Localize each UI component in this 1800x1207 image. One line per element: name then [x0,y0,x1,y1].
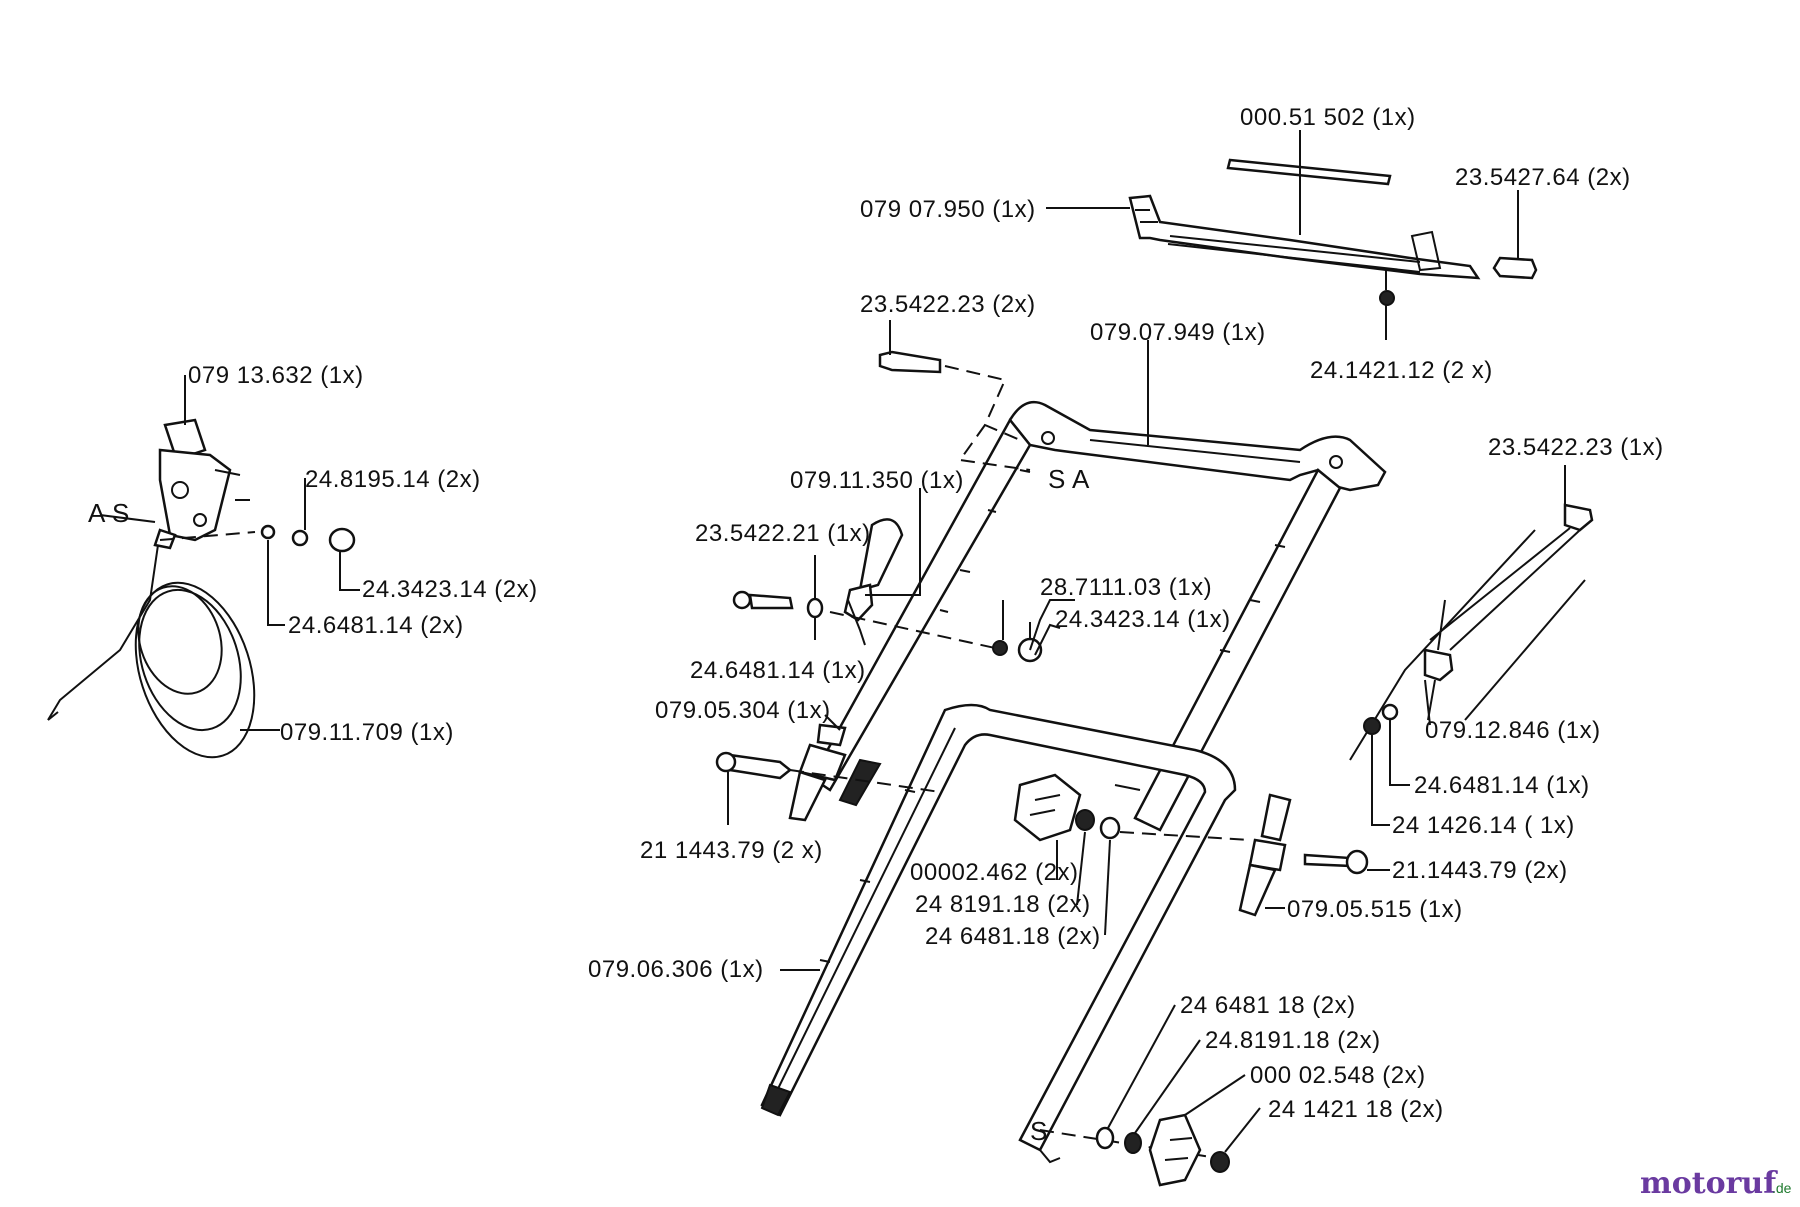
throttle-079-13-632 [163,418,207,457]
middle-knob-hardware [1013,773,1251,842]
nut-24-1421-18 [1210,1151,1230,1173]
label-p8: 24.8195.14 (2x) [305,466,481,493]
screw-23-5427-64 [1492,256,1538,280]
label-p20: 079.12.846 (1x) [1425,717,1601,744]
label-p23: 00002.462 (2x) [910,859,1078,886]
label-p12: 079.11.350 (1x) [790,467,964,494]
label-p9: 24.3423.14 (2x) [362,576,538,603]
cable-coil-079-11-709 [134,581,256,759]
marker-a-left: A [88,498,106,528]
label-p25: 24 6481.18 (2x) [925,923,1101,950]
washer-24-6481-14 [260,524,276,540]
nut-24-3423-14 [328,527,356,553]
label-p16: 24.3423.14 (1x) [1055,606,1231,633]
watermark-suffix: .de [1772,1180,1792,1196]
label-p6: 079.07.949 (1x) [1090,319,1266,346]
clamp-079-05-515 [1260,793,1292,842]
washer-24-8191-18 [1075,809,1095,831]
control-lever-079-07-950 [1128,194,1481,280]
screw-23-5422-23 [878,350,942,374]
label-p27: 079.05.515 (1x) [1287,896,1463,923]
washer-24-6481-18 [1099,816,1121,840]
label-p18: 079.05.304 (1x) [655,697,831,724]
throttle-control-left [47,418,356,759]
knob-000-02-548 [1148,1113,1202,1187]
label-p13: 23.5422.21 (1x) [695,520,871,547]
label-p21: 24.6481.14 (1x) [1414,772,1590,799]
bolt-23-5422-21 [748,593,794,610]
bolt-21-1443-79 [728,753,793,780]
label-p17: 23.5422.23 (1x) [1488,434,1664,461]
marker-s2: S [1048,464,1065,494]
washer-24-8191-18-bottom [1124,1132,1142,1154]
clamp-079-12-846 [1423,648,1454,682]
label-p22: 24 1426.14 ( 1x) [1392,812,1575,839]
marker-s3: S [1030,1116,1047,1146]
label-p2: 079 07.950 (1x) [860,196,1036,223]
bottom-hardware [1039,1113,1231,1187]
label-p24: 24 8191.18 (2x) [915,891,1091,918]
washer-24-8195-14 [291,529,309,547]
mid-left-hardware [732,350,1075,663]
leader-lines [99,320,1566,1153]
watermark-main: motoruf [1640,1166,1778,1201]
label-p29: 24 6481 18 (2x) [1180,992,1356,1019]
label-p26: 21.1443.79 (2x) [1392,857,1568,884]
label-p30: 24.8191.18 (2x) [1205,1027,1381,1054]
label-p15: 28.7111.03 (1x) [1040,574,1212,601]
upper-handle-079-07-949 [810,400,1387,832]
rod-000-51-502 [1226,158,1392,186]
label-p5: 23.5422.23 (2x) [860,291,1036,318]
knob-079-11-350 [858,518,904,592]
label-p7: 079 13.632 (1x) [188,362,364,389]
knob-00002-462 [1013,773,1082,842]
cable-assembly-right [1349,503,1594,761]
label-p11: 079.11.709 (1x) [280,719,454,746]
watermark-logo: motoruf [1640,1166,1778,1201]
right-clamp-hardware [1238,793,1369,917]
screw-23-5422-23-right [1563,503,1594,532]
label-p10: 24.6481.14 (2x) [288,612,464,639]
marker-s1: S [112,498,129,528]
label-p31: 000 02.548 (2x) [1250,1062,1426,1089]
label-p3: 23.5427.64 (2x) [1455,164,1631,191]
label-p1: 000.51 502 (1x) [1240,104,1416,131]
label-p32: 24 1421 18 (2x) [1268,1096,1444,1123]
label-p4: 24.1421.12 (2 x) [1310,357,1493,384]
label-p14: 24.6481.14 (1x) [690,657,866,684]
washer-24-6481-18-bottom [1095,1126,1115,1150]
label-p28: 079.06.306 (1x) [588,956,764,983]
stud-079-05-304 [816,723,847,747]
bolt-21-1443-79-right [1303,853,1354,868]
lower-handle-079-06-306 [760,703,1237,1164]
marker-a-mid: A [1072,464,1090,494]
label-p19: 21 1443.79 (2 x) [640,837,823,864]
nut-24-1421-12 [1379,290,1395,306]
